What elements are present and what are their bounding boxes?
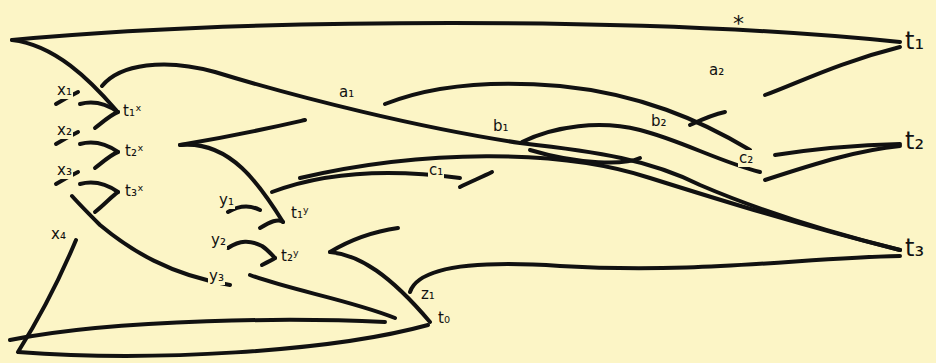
strand-label: a₁ (338, 84, 355, 101)
strand (102, 64, 900, 250)
strand (250, 275, 395, 318)
strand (72, 196, 230, 285)
strand-label: x₁ (56, 82, 73, 99)
strand (95, 112, 118, 128)
strand-label: * (732, 12, 745, 36)
strand-label: t₂ˣ (124, 143, 145, 160)
strand-label: c₂ (738, 150, 754, 167)
strand-label: t₁ (904, 28, 925, 54)
strand (10, 320, 385, 340)
strand-label: b₂ (650, 113, 668, 130)
strand (385, 84, 750, 150)
strand (522, 125, 760, 172)
strand-label: y₁ (218, 192, 235, 209)
strand (95, 152, 118, 168)
strand (180, 145, 283, 222)
strand-label: x₄ (50, 226, 67, 243)
strand-label: y₂ (210, 232, 227, 249)
strand (95, 192, 118, 212)
strand (228, 242, 275, 258)
strand (80, 103, 118, 112)
strand-label: t₃ˣ (124, 183, 145, 200)
strand-label: t₃ (904, 235, 925, 261)
strand (460, 172, 492, 187)
strand (262, 258, 275, 265)
strand (12, 23, 900, 42)
strand (80, 183, 118, 192)
strand-label: y₃ (208, 268, 225, 285)
strand (12, 40, 116, 110)
strand-label: x₂ (56, 122, 73, 139)
strand (765, 47, 900, 95)
strand (775, 144, 900, 155)
strand-label: t₁ˣ (122, 103, 143, 120)
strand (180, 120, 305, 145)
strand-label: t₂ʸ (280, 248, 299, 265)
strand-label: b₁ (492, 118, 510, 135)
strand (765, 146, 900, 180)
strand (410, 256, 900, 292)
strand (80, 143, 118, 152)
strand (330, 228, 398, 252)
strand (18, 240, 428, 356)
strand-label: a₂ (708, 62, 725, 79)
strand-label: x₃ (56, 162, 73, 179)
strand-label: t₀ (437, 310, 451, 327)
strand (530, 150, 640, 163)
strand-label: c₁ (428, 162, 444, 179)
strand-label: t₂ (904, 128, 925, 154)
strand (690, 112, 725, 125)
strand (300, 156, 900, 250)
strand (260, 220, 283, 228)
strand-label: z₁ (420, 286, 436, 303)
strand-label: t₁ʸ (290, 205, 309, 222)
